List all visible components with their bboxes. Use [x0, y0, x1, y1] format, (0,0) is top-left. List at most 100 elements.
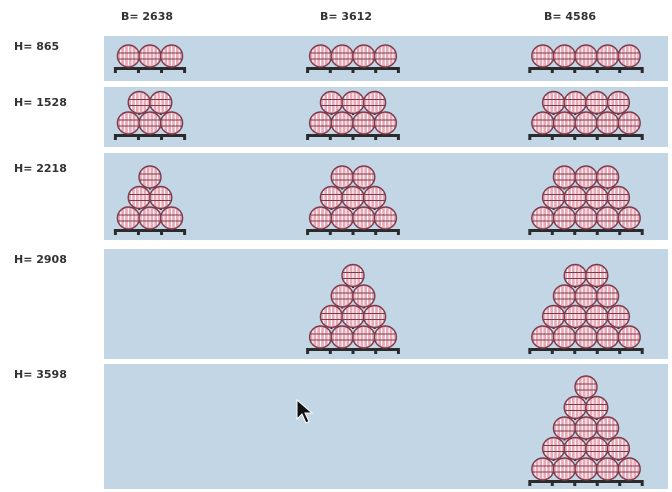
barrel-icon [563, 90, 587, 115]
row-label-h-2218: H= 2218 [14, 162, 67, 175]
barrel-icon [585, 395, 609, 420]
barrel-icon [541, 90, 566, 115]
barrel-icon [138, 165, 162, 189]
barrel-icon [585, 436, 609, 461]
barrel-icon [574, 206, 598, 230]
barrel-icon [574, 165, 598, 189]
barrel-icon [149, 90, 173, 115]
barrel-icon [563, 395, 587, 420]
barrel-icon [362, 90, 387, 115]
barrel-icon [552, 111, 577, 135]
barrel-icon [617, 44, 641, 68]
barrel-icon [341, 185, 365, 210]
barrel-icon [330, 206, 354, 230]
rack-icon [528, 67, 644, 73]
row-label-h-1528: H= 1528 [14, 96, 67, 109]
column-label-b-4586: B= 4586 [543, 10, 597, 23]
barrel-icon [574, 284, 598, 308]
barrel-icon [617, 206, 641, 230]
barrel-icon [127, 185, 151, 210]
mouse-pointer-icon [296, 399, 314, 424]
barrel-icon [552, 284, 577, 308]
barrel-icon [574, 44, 598, 68]
barrel-icon [159, 44, 184, 68]
barrel-icon [563, 263, 587, 288]
barrel-icon [352, 284, 376, 308]
barrel-icon [531, 111, 555, 135]
barrel-icon [319, 185, 344, 210]
barrel-icon [585, 263, 609, 288]
barrel-icon [585, 90, 609, 115]
barrel-icon [531, 325, 555, 349]
column-label-b-2638: B= 2638 [120, 10, 174, 23]
barrel-icon [574, 457, 598, 481]
barrel-icon [341, 304, 365, 329]
barrel-icon [606, 185, 631, 210]
barrel-icon [352, 206, 376, 230]
barrel-icon [362, 185, 387, 210]
rack-icon [528, 480, 644, 486]
rack-icon [113, 229, 187, 235]
barrel-icon [552, 206, 577, 230]
barrel-icon [319, 90, 344, 115]
barrel-icon [541, 304, 566, 329]
barrel-icon [541, 436, 566, 461]
rack-icon [528, 134, 644, 140]
barrel-icon [595, 111, 620, 135]
barrel-icon [563, 304, 587, 329]
barrel-icon [595, 206, 620, 230]
barrel-icon [352, 165, 376, 189]
rack-icon [113, 67, 187, 73]
barrel-icon [563, 185, 587, 210]
column-label-b-3612: B= 3612 [319, 10, 373, 23]
barrel-icon [574, 325, 598, 349]
barrel-icon [595, 325, 620, 349]
barrel-icon [116, 206, 141, 230]
barrel-icon [149, 185, 173, 210]
barrel-icon [159, 206, 184, 230]
barrel-icon [552, 416, 577, 440]
rack-icon [306, 348, 400, 354]
barrel-icon [585, 185, 609, 210]
barrel-icon [138, 206, 162, 230]
barrel-icon [138, 111, 162, 135]
barrel-icon [330, 44, 354, 68]
barrel-icon [606, 436, 631, 461]
barrel-icon [373, 325, 398, 349]
barrel-icon [541, 185, 566, 210]
barrel-icon [595, 457, 620, 481]
barrel-icon [531, 44, 555, 68]
barrel-icon [352, 325, 376, 349]
barrel-icon [595, 284, 620, 308]
barrel-icon [552, 44, 577, 68]
barrel-icon [352, 44, 376, 68]
barrel-icon [595, 44, 620, 68]
barrel-icon [138, 44, 162, 68]
barrel-icon [531, 206, 555, 230]
barrel-icon [330, 325, 354, 349]
barrel-icon [116, 44, 141, 68]
barrel-icon [617, 325, 641, 349]
barrel-icon [595, 165, 620, 189]
barrel-icon [595, 416, 620, 440]
barrel-icon [552, 165, 577, 189]
barrel-icon [308, 325, 333, 349]
rack-icon [306, 134, 400, 140]
barrel-icon [373, 206, 398, 230]
barrel-icon [330, 284, 354, 308]
rack-icon [306, 67, 400, 73]
rack-icon [528, 229, 644, 235]
barrel-icon [362, 304, 387, 329]
barrel-icon [574, 416, 598, 440]
row-label-h-3598: H= 3598 [14, 368, 67, 381]
barrel-icon [308, 206, 333, 230]
rack-icon [306, 229, 400, 235]
barrel-icon [574, 111, 598, 135]
barrel-icon [373, 44, 398, 68]
barrel-icon [373, 111, 398, 135]
barrel-icon [319, 304, 344, 329]
barrel-icon [617, 111, 641, 135]
barrel-icon [341, 90, 365, 115]
barrel-icon [552, 457, 577, 481]
